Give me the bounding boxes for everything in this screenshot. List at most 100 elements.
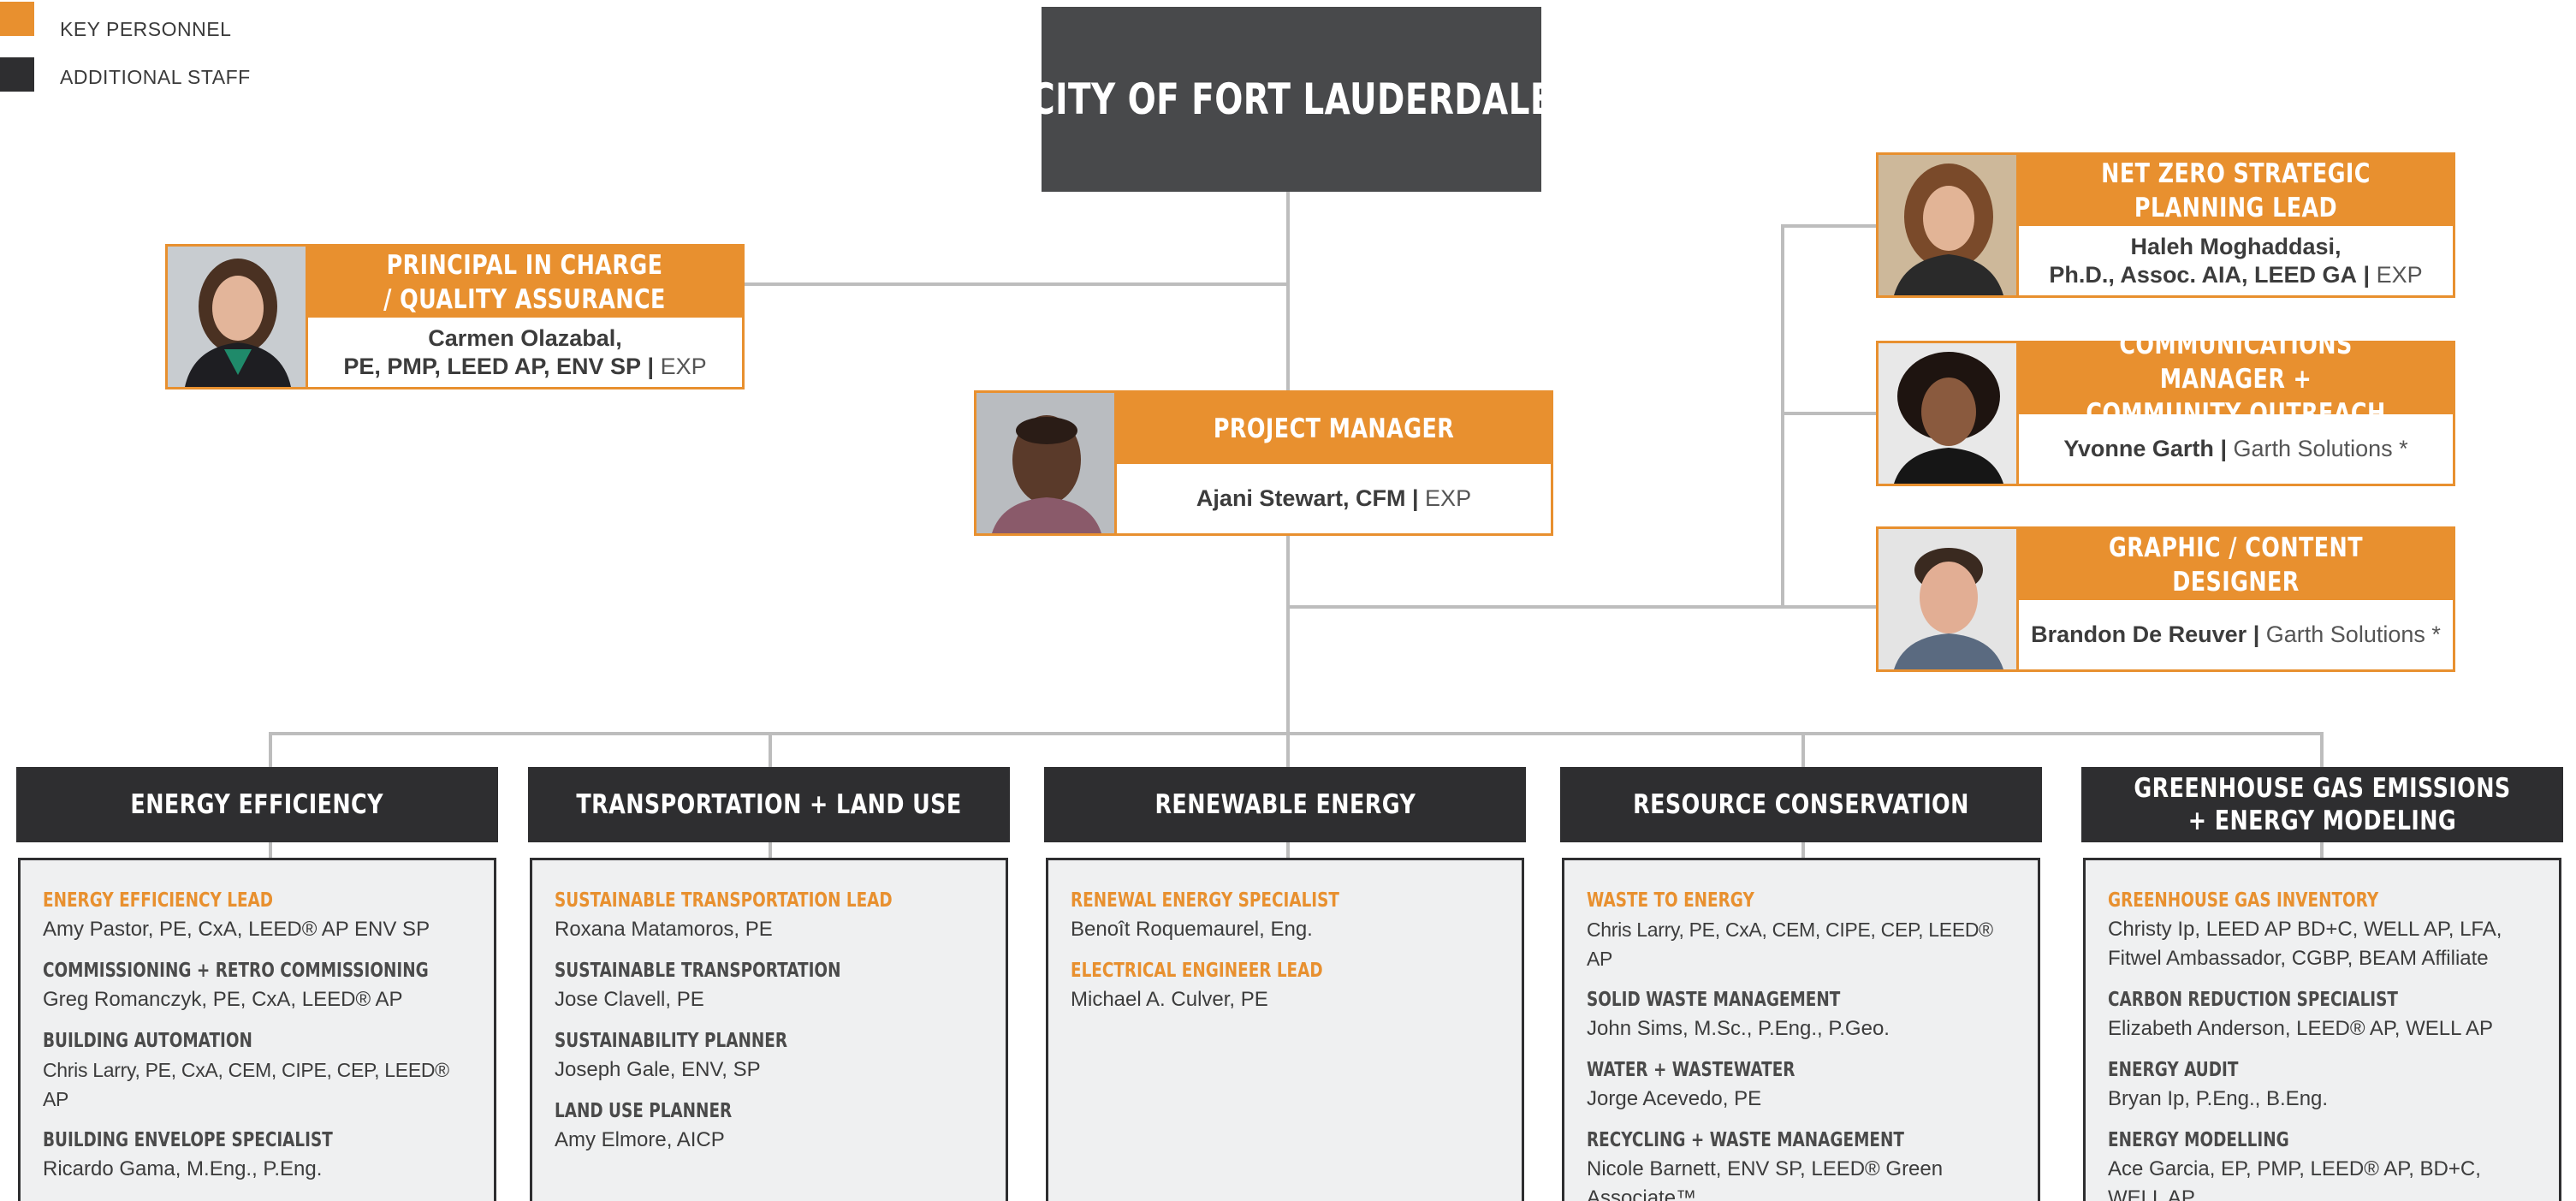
category-header-transportation: TRANSPORTATION + LAND USE: [528, 767, 1010, 842]
staff-name: Christy Ip, LEED AP BD+C, WELL AP, LFA, …: [2108, 918, 2502, 970]
connector-cat-2: [769, 732, 772, 767]
staff-name: Benoît Roquemaurel, Eng.: [1071, 918, 1313, 941]
staff-role: BUILDING ENVELOPE SPECIALIST: [43, 1129, 333, 1151]
portrait-image: [1879, 343, 2016, 484]
category-panel-resource-conservation: WASTE TO ENERGY Chris Larry, PE, CxA, CEM…: [1562, 858, 2040, 1201]
staff-entry: RECYCLING + WASTE MANAGEMENT Nicole Barne…: [1587, 1126, 2015, 1201]
staff-role: SOLID WASTE MANAGEMENT: [1587, 989, 1841, 1011]
connector-panel-1: [269, 842, 272, 858]
portrait-image: [976, 393, 1114, 533]
role-project-manager: PROJECT MANAGER: [1117, 393, 1551, 464]
photo-net-zero: [1879, 155, 2019, 295]
staff-entry: WASTE TO ENERGY Chris Larry, PE, CxA, CEM…: [1587, 886, 2015, 973]
staff-name: Nicole Barnett, ENV SP, LEED® Green Asso…: [1587, 1157, 1944, 1201]
staff-role: CARBON REDUCTION SPECIALIST: [2108, 989, 2398, 1011]
staff-name: Elizabeth Anderson, LEED® AP, WELL AP: [2108, 1017, 2493, 1040]
staff-role: WATER + WASTEWATER: [1587, 1059, 1795, 1081]
portrait-image: [1879, 529, 2016, 669]
staff-entry: ENERGY MODELLING Ace Garcia, EP, PMP, LEE…: [2108, 1126, 2537, 1201]
staff-role: SUSTAINABILITY PLANNER: [555, 1030, 788, 1052]
person-communications: Yvonne Garth | Garth Solutions *: [2063, 436, 2408, 461]
staff-name: Bryan Ip, P.Eng., B.Eng.: [2108, 1087, 2329, 1110]
connector-cat-1: [269, 732, 272, 767]
staff-role: RENEWAL ENERGY SPECIALIST: [1071, 889, 1339, 912]
connector-principal: [744, 282, 1288, 286]
staff-entry: COMMISSIONING + RETRO COMMISSIONING Greg …: [43, 956, 472, 1014]
connector-panel-4: [1801, 842, 1805, 858]
staff-name: John Sims, M.Sc., P.Eng., P.Geo.: [1587, 1017, 1890, 1040]
staff-role: ENERGY MODELLING: [2108, 1129, 2289, 1151]
staff-entry: SUSTAINABLE TRANSPORTATION Jose Clavell, …: [555, 956, 983, 1014]
connector-panel-3: [1286, 842, 1290, 858]
role-principal: PRINCIPAL IN CHARGE / QUALITY ASSURANCE: [308, 247, 742, 318]
person-net-zero: Haleh Moghaddasi, Ph.D., Assoc. AIA, LEE…: [2049, 233, 2423, 288]
staff-entry: SOLID WASTE MANAGEMENT John Sims, M.Sc., …: [1587, 985, 2015, 1043]
staff-entry: LAND USE PLANNER Amy Elmore, AICP: [555, 1097, 983, 1155]
staff-role: BUILDING AUTOMATION: [43, 1030, 252, 1052]
photo-principal: [168, 247, 308, 387]
staff-name: Greg Romanczyk, PE, CxA, LEED® AP: [43, 988, 403, 1011]
connector-communications: [1781, 412, 1878, 415]
legend-label-key-personnel: KEY PERSONNEL: [60, 18, 232, 40]
staff-entry: CARBON REDUCTION SPECIALIST Elizabeth And…: [2108, 985, 2537, 1043]
connector-cat-5: [2320, 732, 2324, 767]
staff-entry: ENERGY AUDIT Bryan Ip, P.Eng., B.Eng.: [2108, 1055, 2537, 1114]
photo-graphic: [1879, 529, 2019, 669]
category-header-renewable-energy: RENEWABLE ENERGY: [1044, 767, 1526, 842]
staff-entry: RENEWAL ENERGY SPECIALIST Benoît Roquemau…: [1071, 886, 1499, 944]
card-communications: COMMUNICATIONS MANAGER + COMMUNITY OUTRE…: [1876, 330, 2455, 486]
staff-entry: SUSTAINABILITY PLANNER Joseph Gale, ENV, …: [555, 1026, 983, 1085]
staff-name: Amy Pastor, PE, CxA, LEED® AP ENV SP: [43, 918, 430, 941]
staff-entry: ENERGY EFFICIENCY LEAD Amy Pastor, PE, Cx…: [43, 886, 472, 944]
connector-cat-4: [1801, 732, 1805, 767]
legend-swatch-additional-staff: [0, 57, 34, 92]
staff-role: COMMISSIONING + RETRO COMMISSIONING: [43, 960, 429, 982]
client-box: CITY OF FORT LAUDERDALE: [1030, 7, 1552, 192]
category-panel-energy-efficiency: ENERGY EFFICIENCY LEAD Amy Pastor, PE, Cx…: [18, 858, 496, 1201]
connector-panel-2: [769, 842, 772, 858]
staff-name: Roxana Matamoros, PE: [555, 918, 773, 941]
staff-role: ENERGY EFFICIENCY LEAD: [43, 889, 274, 912]
staff-role: ELECTRICAL ENGINEER LEAD: [1071, 960, 1323, 982]
connector-panel-5: [2320, 842, 2324, 858]
staff-role: ENERGY AUDIT: [2108, 1059, 2239, 1081]
connector-graphic: [1288, 605, 1878, 609]
connector-netzero: [1781, 224, 1878, 228]
staff-role: WASTE TO ENERGY: [1587, 889, 1754, 912]
person-project-manager: Ajani Stewart, CFM | EXP: [1196, 485, 1472, 511]
legend-swatch-key-personnel: [0, 2, 34, 36]
staff-role: SUSTAINABLE TRANSPORTATION: [555, 960, 841, 982]
person-graphic: Brandon De Reuver | Garth Solutions *: [2031, 621, 2441, 647]
connector-cat-3: [1286, 732, 1290, 767]
category-header-energy-efficiency: ENERGY EFFICIENCY: [16, 767, 498, 842]
card-net-zero: NET ZERO STRATEGIC PLANNING LEAD Haleh M…: [1876, 152, 2455, 298]
staff-name: Ricardo Gama, M.Eng., P.Eng.: [43, 1157, 323, 1180]
card-principal: PRINCIPAL IN CHARGE / QUALITY ASSURANCE …: [165, 244, 745, 389]
staff-name: Chris Larry, PE, CxA, CEM, CIPE, CEP, LE…: [1587, 919, 1993, 970]
staff-role: LAND USE PLANNER: [555, 1100, 733, 1122]
portrait-image: [168, 247, 306, 387]
staff-entry: BUILDING ENVELOPE SPECIALIST Ricardo Gama…: [43, 1126, 472, 1184]
connector-right-trunk: [1781, 224, 1784, 609]
photo-communications: [1879, 343, 2019, 484]
client-name: CITY OF FORT LAUDERDALE: [1030, 74, 1553, 124]
card-graphic: GRAPHIC / CONTENT DESIGNER Brandon De Re…: [1876, 526, 2455, 672]
staff-role: RECYCLING + WASTE MANAGEMENT: [1587, 1129, 1904, 1151]
staff-name: Amy Elmore, AICP: [555, 1128, 725, 1151]
staff-name: Ace Garcia, EP, PMP, LEED® AP, BD+C, WEL…: [2108, 1157, 2481, 1201]
category-panel-renewable-energy: RENEWAL ENERGY SPECIALIST Benoît Roquemau…: [1046, 858, 1524, 1201]
staff-name: Joseph Gale, ENV, SP: [555, 1058, 761, 1081]
category-header-ghg-emissions: GREENHOUSE GAS EMISSIONS + ENERGY MODELI…: [2081, 767, 2563, 842]
role-communications: COMMUNICATIONS MANAGER + COMMUNITY OUTRE…: [2019, 330, 2453, 429]
staff-name: Jose Clavell, PE: [555, 988, 704, 1011]
portrait-image: [1879, 155, 2016, 295]
role-net-zero: NET ZERO STRATEGIC PLANNING LEAD: [2019, 155, 2453, 226]
legend-label-additional-staff: ADDITIONAL STAFF: [60, 66, 251, 88]
